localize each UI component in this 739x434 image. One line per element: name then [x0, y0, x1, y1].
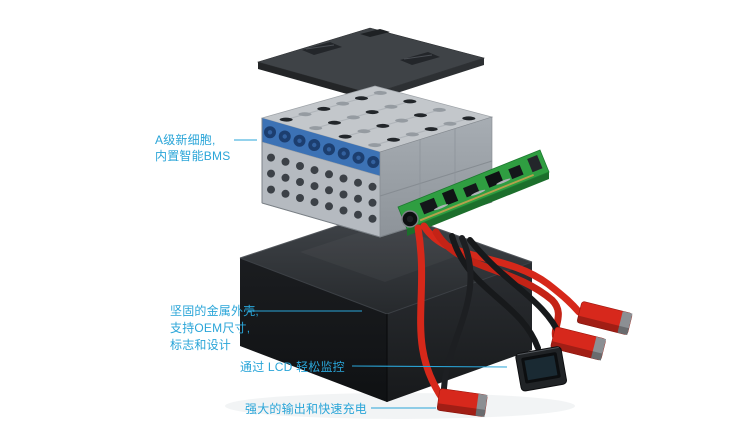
annotation-enclosure-line2: 支持OEM尺寸,	[170, 321, 251, 335]
callout-line-lcd	[351, 365, 508, 368]
annotation-cells-line2: 内置智能BMS	[155, 149, 231, 163]
blue-cell-band	[262, 118, 380, 176]
bms-components	[419, 155, 543, 222]
lcd-screen	[524, 355, 558, 381]
output-connector-right-2	[550, 326, 607, 361]
lcd-display	[515, 346, 567, 392]
cell-terminals	[279, 91, 476, 147]
annotation-lcd-text: 通过 LCD 轻松监控	[240, 360, 345, 374]
red-cable-3	[414, 224, 446, 402]
annotation-output-text: 强大的输出和快速充电	[245, 402, 368, 416]
output-connector-bottom	[436, 388, 488, 417]
annotation-enclosure: 坚固的金属外壳, 支持OEM尺寸, 标志和设计	[170, 303, 259, 354]
annotation-lcd: 通过 LCD 轻松监控	[240, 359, 345, 375]
black-cable-bottom	[440, 235, 474, 404]
annotation-enclosure-line1: 坚固的金属外壳,	[170, 304, 259, 318]
annotation-enclosure-line3: 标志和设计	[170, 338, 232, 352]
top-cover	[256, 27, 486, 101]
output-connector-right-1	[576, 301, 633, 336]
black-cable-right	[467, 237, 563, 339]
floor-shadow	[225, 393, 575, 419]
annotation-output: 强大的输出和快速充电	[245, 401, 367, 417]
annotation-cells-line1: A级新细胞,	[155, 133, 216, 147]
bms-circuit-board	[397, 149, 550, 236]
callout-lines	[234, 139, 508, 409]
black-cable-lcd	[449, 233, 541, 351]
annotation-cells: A级新细胞, 内置智能BMS	[155, 132, 230, 164]
cables	[414, 222, 583, 404]
lid-port	[360, 29, 390, 37]
